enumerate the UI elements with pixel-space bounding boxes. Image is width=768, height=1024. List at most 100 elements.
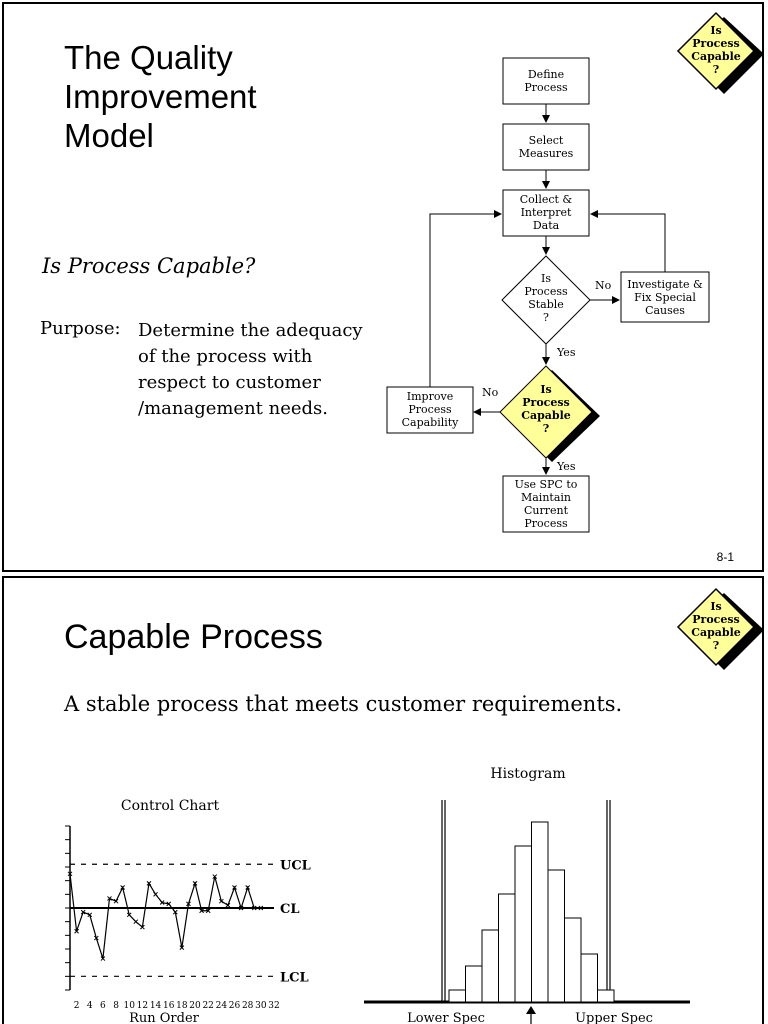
data-point [205,908,211,914]
badge-line: Is [710,600,721,613]
data-point [238,905,244,911]
box-label: Data [533,219,560,232]
box-label: Collect & [520,193,573,206]
is-process-stable-decision: Is Process Stable ? [501,255,591,345]
decision-label: Process [524,285,568,298]
data-point [140,924,145,930]
box-label: Define [528,68,564,81]
data-point [126,912,132,918]
reference-label-ucl: UCL [280,858,311,873]
yes-label: Yes [556,460,576,473]
histogram-bar [448,989,466,1003]
upper-spec-label: Upper Spec [575,1011,653,1024]
data-point [80,909,86,915]
histogram-bar [547,869,565,1003]
decision-label: Is [541,272,551,285]
slide-1: The Quality Improvement Model Is Process… [2,2,764,572]
data-point [146,881,152,886]
x-tick-label: 30 [255,1001,267,1011]
data-point [219,898,224,904]
badge-line: ? [713,63,719,76]
box-label: Fix Special [634,291,696,304]
data-point [159,900,165,905]
data-point [133,919,139,925]
x-tick-label: 2 [74,1001,80,1011]
box-label: Use SPC to [515,478,578,491]
box-label: Investigate & [627,278,703,291]
investigate-box: Investigate & Fix Special Causes [620,271,710,323]
control-chart-title: Control Chart [121,798,220,814]
histogram-bar [597,989,615,1003]
data-point [199,908,204,914]
data-point [192,881,198,886]
box-label: Process [524,81,568,94]
select-measures-box: Select Measures [502,123,590,171]
data-point [74,928,79,934]
histogram-title: Histogram [490,766,565,782]
data-point [153,891,158,897]
x-tick-label: 10 [123,1001,135,1011]
badge-line: ? [713,639,719,652]
box-label: Maintain [521,491,571,504]
badge-line: Process [692,613,740,626]
x-tick-label: 8 [113,1001,119,1011]
slide-subtitle: A stable process that meets customer req… [64,692,623,716]
data-point [225,902,231,908]
is-process-capable-decision: Is Process Capable ? [499,365,600,462]
data-point [212,874,218,879]
capable-badge-icon: Is Process Capable ? [676,11,762,94]
histogram-bar [564,917,582,1003]
lower-spec-label: Lower Spec [407,1011,485,1024]
data-point [232,885,237,890]
decision-label: ? [543,422,549,435]
data-point [166,901,172,907]
purpose-text: Determine the adequacy of the process wi… [138,320,363,419]
x-tick-label: 18 [176,1001,188,1011]
use-spc-box: Use SPC to Maintain Current Process [502,475,590,533]
data-point [87,912,93,918]
histogram-bar [531,821,549,1003]
reference-label-cl: CL [280,902,300,917]
decision-label: ? [543,311,549,324]
collect-data-box: Collect & Interpret Data [502,189,590,237]
run-order-label: Run Order [129,1011,200,1024]
data-point [107,896,112,901]
decision-label: Stable [528,298,564,311]
box-label: Interpret [521,206,572,219]
reference-label-lcl: LCL [280,970,309,985]
badge-line: Capable [691,50,741,63]
control-chart-series [69,873,261,959]
x-tick-label: 20 [189,1001,201,1011]
page-number: 8-1 [716,550,734,564]
histogram-bar [580,953,598,1003]
slide-2: Capable Process A stable process that me… [2,576,764,1024]
x-tick-label: 28 [242,1001,254,1011]
badge-line: Process [692,37,740,50]
data-point [172,909,178,915]
capable-badge-icon: Is Process Capable ? [676,587,762,670]
data-point [100,956,106,961]
x-tick-label: 14 [150,1001,162,1011]
badge-line: Capable [691,626,741,639]
improve-capability-box: Improve Process Capability [386,386,474,434]
data-point [179,945,185,950]
x-tick-label: 22 [202,1001,213,1011]
no-label: No [595,279,612,292]
target-arrow-head [526,1006,536,1014]
histogram-bar [481,929,499,1003]
data-point [113,898,119,904]
data-point [245,885,251,890]
data-point [120,885,125,890]
x-tick-label: 24 [216,1001,228,1011]
quality-improvement-flowchart: Is Process Capable ? Define Process Sele… [386,11,762,533]
x-tick-label: 12 [137,1001,148,1011]
capable-process-charts: Is Process Capable ? Control Chart UCL CL… [65,587,762,1024]
badge-line: Is [710,24,721,37]
x-tick-label: 32 [268,1001,279,1011]
box-label: Causes [645,304,685,317]
slide-subtitle: Is Process Capable? [42,254,256,278]
box-label: Select [529,134,564,147]
box-label: Measures [519,147,574,160]
data-point [67,871,73,877]
